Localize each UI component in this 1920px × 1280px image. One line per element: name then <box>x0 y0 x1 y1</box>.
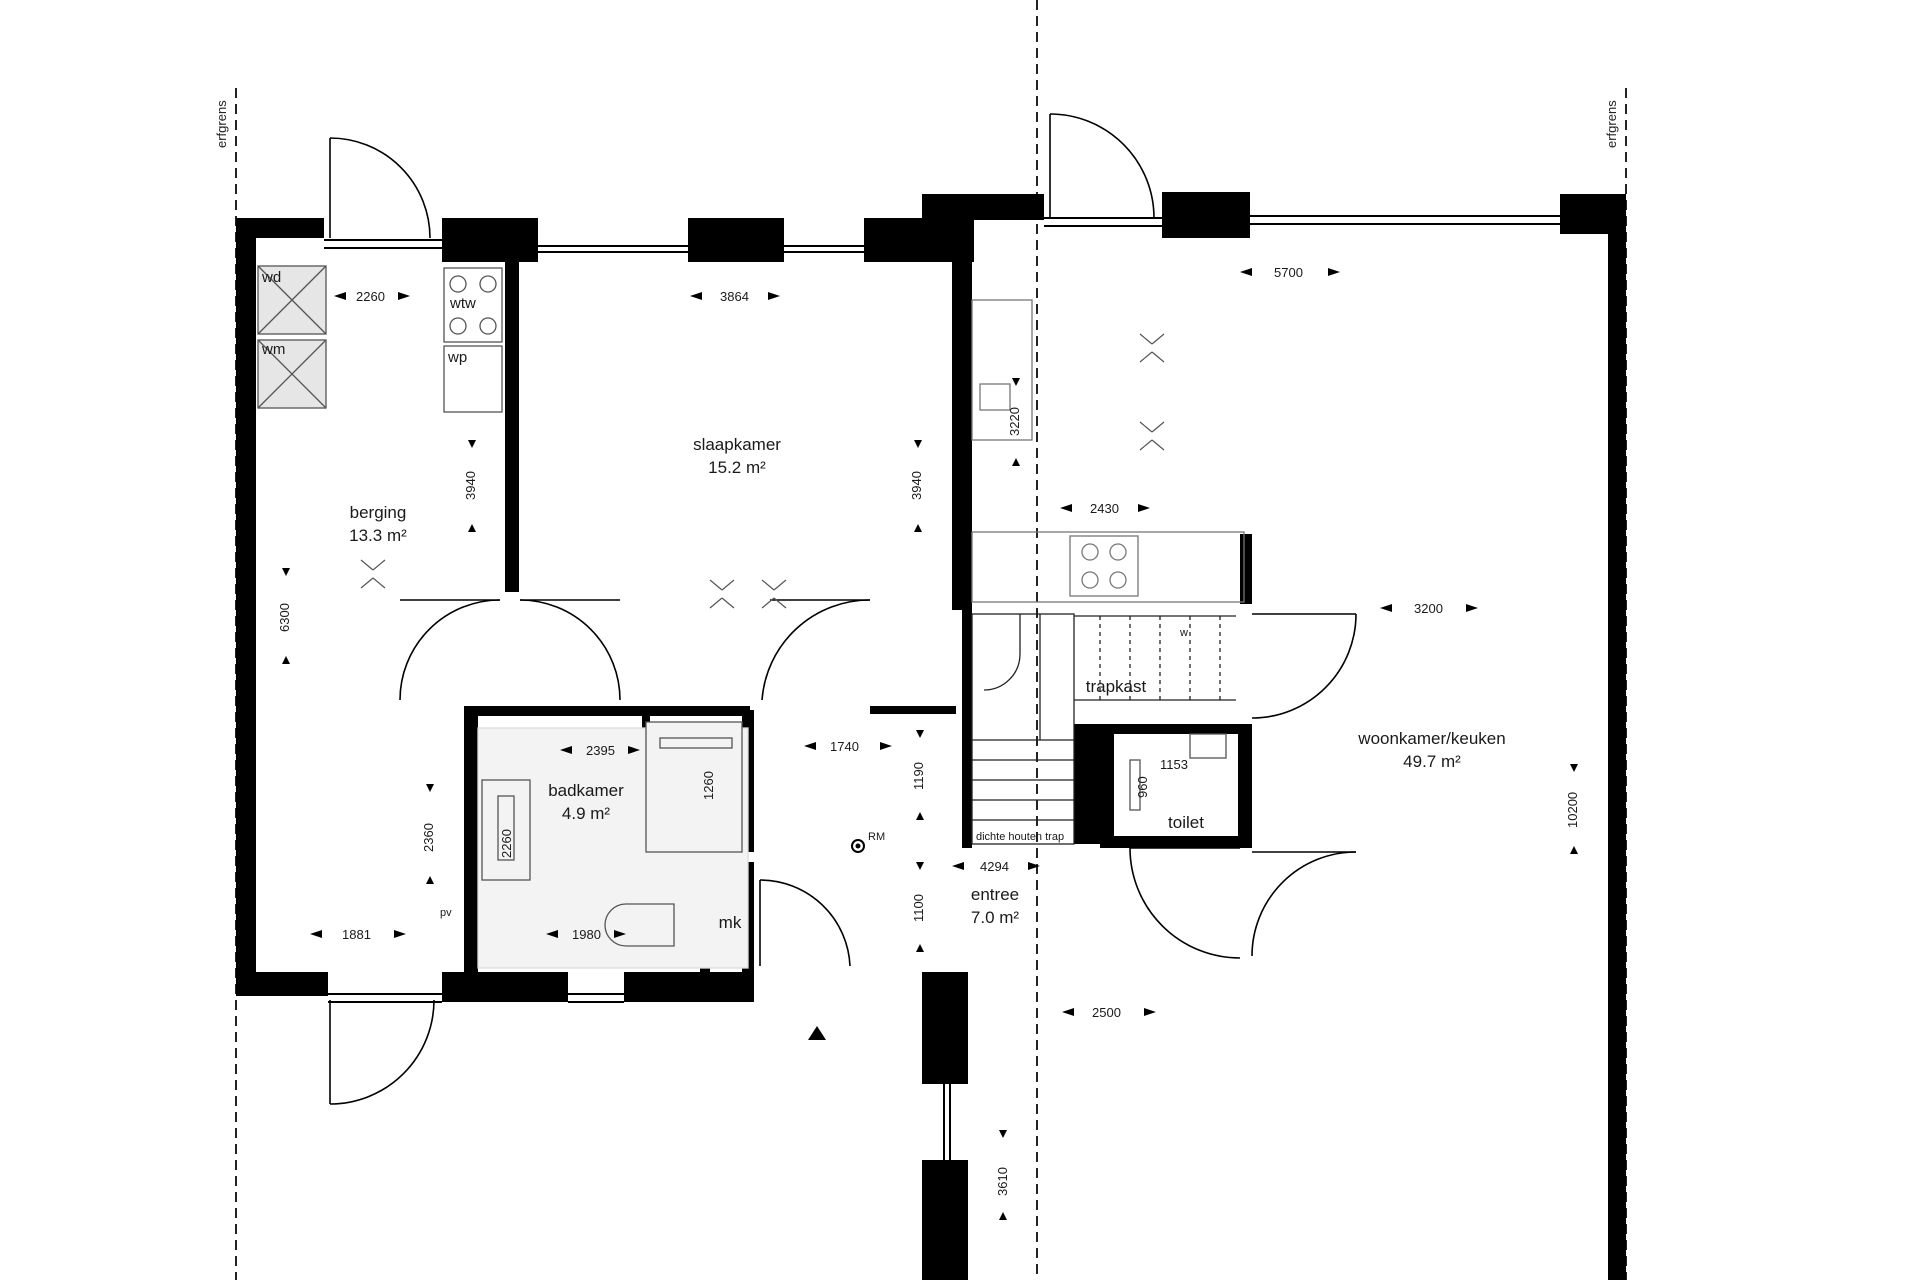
dim-2260-bath: 2260 <box>499 829 514 858</box>
dim-960: 960 <box>1135 776 1150 798</box>
room-name: berging <box>349 503 407 522</box>
fixture-wtw: wtw <box>450 295 476 312</box>
room-label-toilet: toilet <box>1168 812 1204 835</box>
dim-1153: 1153 <box>1160 757 1188 772</box>
dim-1980: 1980 <box>572 927 601 942</box>
room-area: 4.9 m² <box>561 803 611 823</box>
room-label-slaapkamer: slaapkamer 15.2 m² <box>693 434 781 480</box>
dim-1260: 1260 <box>701 771 716 800</box>
dim-5700: 5700 <box>1274 265 1303 280</box>
dim-3200: 3200 <box>1414 601 1443 616</box>
room-label-mk: mk <box>719 912 742 935</box>
bathroom-fixtures <box>477 721 1227 969</box>
dim-2430: 2430 <box>1090 501 1119 516</box>
room-name: entree <box>970 885 1020 904</box>
fixture-w: w <box>1180 627 1188 639</box>
room-name: badkamer <box>548 781 624 800</box>
dim-4294: 4294 <box>980 859 1009 874</box>
dim-2500: 2500 <box>1092 1005 1121 1020</box>
dim-3220: 3220 <box>1007 407 1022 436</box>
room-name: toilet <box>1168 813 1204 832</box>
fixture-wm: wm <box>262 341 286 358</box>
dim-3864: 3864 <box>720 289 749 304</box>
room-label-trapkast: trapkast <box>1086 676 1146 699</box>
stairs <box>971 613 1236 845</box>
room-label-berging: berging 13.3 m² <box>349 502 407 548</box>
dim-1881: 1881 <box>342 927 371 942</box>
light-fixture-icons <box>360 333 1165 609</box>
stairs-label: dichte houten trap <box>976 831 1065 843</box>
dim-2395: 2395 <box>586 743 615 758</box>
dim-6300: 6300 <box>277 603 292 632</box>
room-label-woonkamer: woonkamer/keuken 49.7 m² <box>1358 728 1505 774</box>
dim-3940-left: 3940 <box>463 471 478 500</box>
dim-1100: 1100 <box>911 894 926 922</box>
kitchen-counter <box>971 299 1245 603</box>
rm-icon <box>851 839 865 853</box>
fixture-wp: wp <box>448 349 468 366</box>
entrance-arrow-icon <box>808 1026 826 1040</box>
room-area: 13.3 m² <box>349 525 407 545</box>
dim-3940-right: 3940 <box>909 471 924 500</box>
property-line-label-left: erfgrens <box>214 100 229 148</box>
dim-1190: 1190 <box>911 762 926 790</box>
room-label-entree: entree 7.0 m² <box>971 884 1019 930</box>
fixture-rm: RM <box>868 831 886 843</box>
dim-2260-top: 2260 <box>356 289 385 304</box>
exterior-walls <box>236 192 1626 1280</box>
room-area: 15.2 m² <box>708 457 766 477</box>
dimension-arrows <box>282 268 1578 1220</box>
fixture-wd: wd <box>262 269 282 286</box>
windows <box>324 215 1560 1160</box>
utility-appliances <box>257 265 503 413</box>
room-name: woonkamer/keuken <box>1358 729 1506 748</box>
room-name: trapkast <box>1085 677 1147 696</box>
room-name: mk <box>718 913 742 932</box>
property-line-label-right: erfgrens <box>1604 100 1619 148</box>
room-area: 7.0 m² <box>970 907 1020 927</box>
property-lines <box>235 0 1627 1280</box>
fixture-pv: pv <box>440 907 452 919</box>
doors <box>329 113 1357 1105</box>
room-area: 49.7 m² <box>1403 751 1461 771</box>
room-label-badkamer: badkamer 4.9 m² <box>548 780 624 826</box>
room-name: slaapkamer <box>693 435 781 454</box>
dim-10200: 10200 <box>1565 791 1580 828</box>
dim-3610: 3610 <box>995 1167 1010 1196</box>
dim-2360: 2360 <box>421 823 436 852</box>
dim-1740: 1740 <box>830 739 859 754</box>
